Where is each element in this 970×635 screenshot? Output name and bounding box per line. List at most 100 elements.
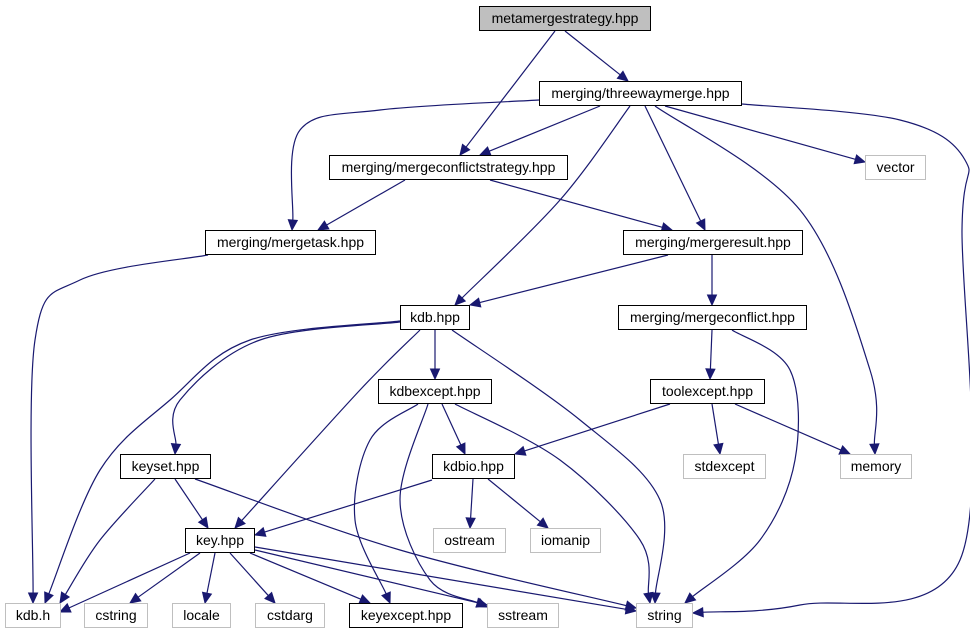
node-kdbexcept[interactable]: kdbexcept.hpp [378, 379, 492, 404]
edge-threewaymerge-to-mergeconflictstrategy [489, 105, 601, 152]
edge-toolexcept-to-memory [734, 403, 842, 451]
arrowhead-mergetask-to-kdbh [27, 592, 39, 605]
node-key-hpp[interactable]: key.hpp [185, 528, 255, 553]
arrowhead-keyhpp-to-string [624, 604, 638, 615]
node-ostream: ostream [433, 528, 506, 553]
arrowhead-toolexcept-to-stdexcept [713, 442, 724, 456]
edge-mergeconflict-to-toolexcept [709, 329, 713, 370]
arrowhead-kdbhpp-to-kdbexcept [429, 368, 441, 381]
arrowhead-threewaymerge-to-kdbhpp [454, 293, 467, 306]
arrowhead-keyhpp-to-cstring [129, 592, 142, 604]
node-mergetask[interactable]: merging/mergetask.hpp [205, 230, 376, 255]
arrowhead-threewaymerge-to-memory [869, 443, 880, 456]
node-stdexcept: stdexcept [683, 454, 766, 479]
arrowhead-metamergestrategy-to-mergeconflictstrategy [459, 143, 471, 156]
edge-keyset-to-kdbh [64, 478, 156, 595]
node-memory: memory [840, 454, 912, 479]
node-kdb-h: kdb.h [5, 603, 61, 628]
arrowhead-kdbio-to-iomanip [536, 517, 549, 529]
arrowhead-kdbhpp-to-kdbh [44, 591, 54, 605]
edge-keyset-to-keyhpp [174, 478, 203, 521]
edge-mergeresult-to-kdbhpp [479, 254, 669, 304]
edge-kdbhpp-to-keyset [172, 321, 401, 445]
node-metamergestrategy[interactable]: metamergestrategy.hpp [479, 6, 651, 31]
edge-kdbio-to-iomanip [487, 478, 541, 523]
edge-threewaymerge-to-mergetask [290, 99, 540, 221]
arrowhead-kdbexcept-to-string [643, 591, 654, 605]
node-vector: vector [865, 155, 926, 180]
arrowhead-mergeresult-to-mergeconflict [706, 294, 718, 307]
edge-keyhpp-to-cstdarg [229, 552, 269, 596]
edge-toolexcept-to-stdexcept [711, 403, 720, 445]
edge-threewaymerge-to-mergeresult [644, 105, 702, 222]
arrowhead-keyset-to-kdbh [59, 591, 71, 605]
arrowhead-toolexcept-to-kdbio [513, 445, 527, 456]
node-keyset[interactable]: keyset.hpp [120, 454, 211, 479]
node-mergeconflictstrategy[interactable]: merging/mergeconflictstrategy.hpp [329, 155, 568, 180]
arrowhead-kdbio-to-ostream [465, 517, 476, 530]
edge-mergeconflictstrategy-to-mergeresult [489, 179, 663, 228]
node-kdbio[interactable]: kdbio.hpp [432, 454, 515, 479]
edge-mergetask-to-kdbh [30, 254, 209, 594]
node-cstring: cstring [84, 603, 148, 628]
arrowhead-keyhpp-to-sstream [475, 597, 489, 608]
arrowhead-mergeconflict-to-string [684, 592, 697, 604]
edge-kdbio-to-ostream [470, 478, 474, 519]
arrowhead-threewaymerge-to-mergeresult [695, 218, 706, 232]
edge-threewaymerge-to-vector [664, 105, 856, 160]
edge-keyhpp-to-kdbh [68, 552, 191, 609]
arrowhead-kdbio-to-keyhpp [253, 526, 267, 537]
node-mergeresult[interactable]: merging/mergeresult.hpp [623, 230, 803, 255]
edge-metamergestrategy-to-threewaymerge [564, 30, 621, 76]
arrowhead-kdbexcept-to-kdbio [455, 442, 466, 456]
arrowhead-keyhpp-to-locale [201, 591, 213, 605]
node-sstream: sstream [487, 603, 559, 628]
arrowhead-kdbhpp-to-string [650, 592, 661, 605]
edge-kdbhpp-to-keyhpp [241, 329, 421, 521]
arrowhead-kdbexcept-to-keyexcept [381, 591, 391, 605]
edge-keyhpp-to-string [254, 546, 627, 610]
edge-kdbexcept-to-keyexcept [353, 403, 419, 595]
edge-keyhpp-to-cstring [137, 552, 201, 598]
node-mergeconflict[interactable]: merging/mergeconflict.hpp [618, 305, 807, 330]
edge-threewaymerge-to-kdbhpp [461, 105, 631, 299]
edge-keyset-to-string [194, 478, 627, 607]
edge-kdbexcept-to-kdbio [441, 403, 462, 446]
edge-kdbexcept-to-sstream [399, 403, 479, 604]
arrowhead-kdbhpp-to-keyset [170, 443, 182, 456]
arrowhead-keyhpp-to-cstdarg [264, 591, 276, 604]
arrowhead-kdbhpp-to-keyhpp [234, 516, 246, 529]
arrowhead-threewaymerge-to-string [691, 606, 704, 618]
arrowhead-keyhpp-to-kdbh [58, 602, 72, 613]
edge-mergeconflict-to-string [692, 329, 800, 598]
edge-keyhpp-to-keyexcept [249, 552, 361, 600]
edge-keyhpp-to-sstream [254, 549, 478, 604]
edge-metamergestrategy-to-mergeconflictstrategy [465, 30, 556, 148]
edge-kdbio-to-keyhpp [264, 479, 433, 533]
node-iomanip: iomanip [530, 528, 601, 553]
node-string: string [636, 603, 693, 628]
edge-keyhpp-to-locale [206, 552, 216, 594]
arrowhead-threewaymerge-to-mergetask [287, 219, 299, 232]
edge-threewaymerge-to-string [702, 103, 970, 613]
edge-kdbhpp-to-string [451, 329, 666, 594]
arrowhead-threewaymerge-to-vector [853, 154, 867, 165]
edge-threewaymerge-to-memory [654, 105, 878, 445]
node-locale: locale [172, 603, 231, 628]
edge-mergeconflictstrategy-to-mergetask [326, 179, 406, 226]
node-keyexcept[interactable]: keyexcept.hpp [349, 603, 463, 628]
node-kdb-hpp[interactable]: kdb.hpp [400, 305, 470, 330]
node-threewaymerge[interactable]: merging/threewaymerge.hpp [539, 81, 742, 106]
node-cstdarg: cstdarg [255, 603, 325, 628]
edge-kdbexcept-to-string [454, 403, 650, 594]
node-toolexcept[interactable]: toolexcept.hpp [650, 379, 765, 404]
edge-kdbhpp-to-kdbh [48, 320, 401, 594]
arrowhead-mergeconflict-to-toolexcept [705, 368, 716, 381]
arrowhead-metamergestrategy-to-threewaymerge [616, 70, 629, 82]
arrowhead-mergeresult-to-kdbhpp [468, 297, 482, 308]
arrowhead-toolexcept-to-memory [838, 444, 852, 455]
edge-toolexcept-to-kdbio [524, 403, 671, 452]
arrowhead-mergeconflictstrategy-to-mergetask [316, 220, 330, 231]
arrowhead-keyset-to-keyhpp [197, 516, 209, 530]
